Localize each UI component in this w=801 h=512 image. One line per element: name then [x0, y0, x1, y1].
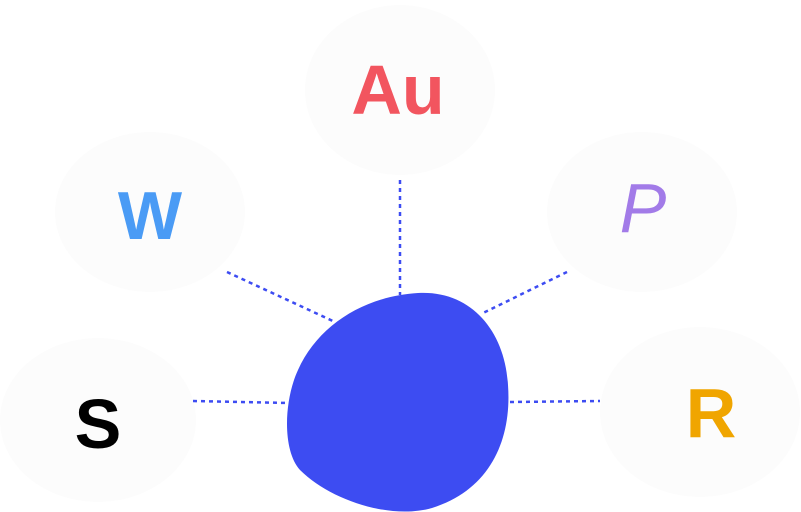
node-label-s: S: [75, 385, 122, 463]
connector-w: [226, 270, 336, 324]
connector-r: [509, 399, 601, 404]
connector-p: [482, 270, 568, 315]
node-p-bg: [547, 132, 737, 292]
node-label-w: W: [118, 178, 183, 254]
node-w-bg: [55, 132, 245, 292]
connector-s: [192, 399, 291, 405]
node-r-bg: [600, 327, 800, 497]
node-label-au: Au: [351, 51, 444, 129]
center-blob: [287, 292, 509, 512]
node-label-r: R: [686, 374, 737, 452]
node-s-bg: [0, 338, 196, 502]
node-au-bg: [305, 5, 495, 175]
node-label-p: P: [620, 169, 667, 247]
